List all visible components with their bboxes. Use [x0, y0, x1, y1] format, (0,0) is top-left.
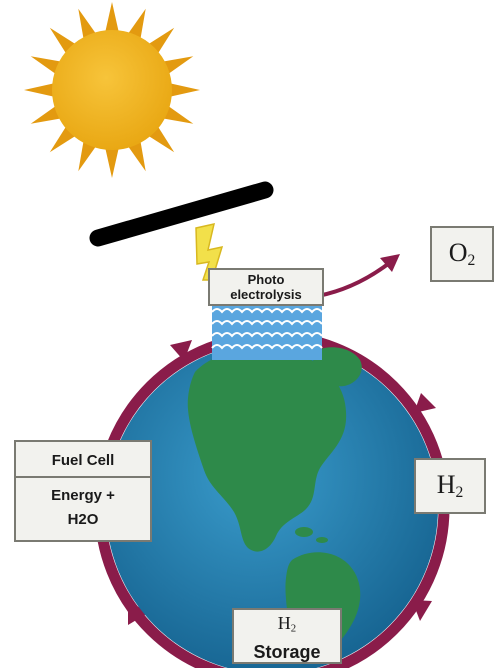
sun-icon [24, 2, 200, 178]
oxygen-label: O2 [430, 226, 494, 282]
water-wave [211, 332, 323, 338]
solar-panel-icon [89, 181, 274, 247]
oxygen-symbol: O [448, 238, 468, 267]
hydrogen-label: H2 [414, 458, 486, 514]
photo-electrolysis-line1: Photo [247, 272, 285, 287]
hydrogen-symbol: H [436, 470, 456, 499]
hydrogen-storage-label: H2 Storage [232, 608, 342, 664]
photo-electrolysis-line2: electrolysis [230, 287, 302, 302]
fuel-cell-title: Fuel Cell [51, 452, 115, 469]
water-waves-icon [211, 300, 323, 360]
fuel-cell-line1: Energy + [51, 487, 115, 504]
oxygen-subscript: 2 [467, 251, 476, 269]
water-wave [211, 308, 323, 314]
oxygen-arrow [317, 254, 400, 298]
sun-ray [167, 82, 200, 98]
fuel-cell-line2: H2O [67, 511, 99, 528]
hydrogen-subscript: 2 [455, 483, 464, 501]
storage-subscript: 2 [290, 622, 297, 635]
sun-disc [52, 30, 172, 150]
water-wave [211, 320, 323, 326]
earth-globe-icon [106, 342, 438, 668]
storage-symbol: H [277, 613, 291, 633]
sun-ray [24, 82, 57, 98]
storage-word: Storage [253, 641, 321, 662]
sun-ray [104, 145, 120, 178]
fuel-cell-divider [16, 476, 150, 478]
photo-electrolysis-label: Photo electrolysis [208, 268, 324, 306]
water-wave [211, 344, 323, 350]
fuel-cell-label: Fuel Cell Energy + H2O [14, 440, 152, 542]
sun-ray [104, 2, 120, 35]
